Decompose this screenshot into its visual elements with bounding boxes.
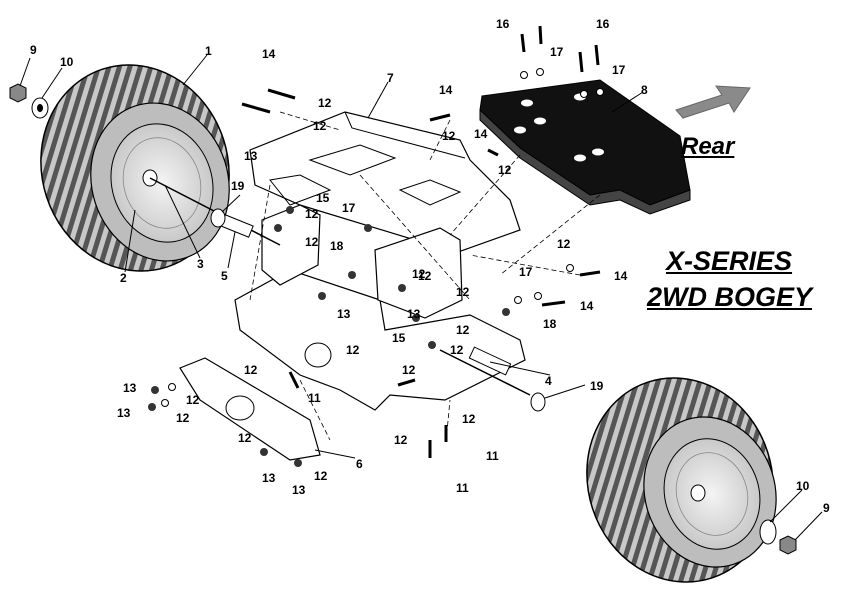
callout-14-a: 14	[262, 47, 276, 61]
callout-14-d: 14	[614, 269, 628, 283]
callout-13-f: 13	[262, 471, 276, 485]
callout-12-n: 12	[238, 431, 252, 445]
hardware-nuts	[148, 68, 604, 467]
callout-12-e: 12	[305, 235, 319, 249]
callout-12-g: 12	[418, 269, 432, 283]
callout-leaders	[19, 54, 823, 541]
callout-12-f: 12	[557, 237, 571, 251]
callout-9-left: 9	[30, 43, 37, 57]
callout-12-s: 12	[412, 267, 426, 281]
diagram-title-line-1: X-SERIES	[666, 246, 793, 276]
callout-10-left: 10	[60, 55, 74, 69]
callout-16-b: 16	[596, 17, 610, 31]
callout-12-r: 12	[313, 119, 327, 133]
callout-13-g: 13	[292, 483, 306, 497]
callout-2: 2	[120, 271, 127, 285]
callout-3: 3	[197, 257, 204, 271]
rear-direction-arrow	[675, 85, 751, 119]
callout-12-i: 12	[456, 323, 470, 337]
callout-9-right: 9	[823, 501, 830, 515]
callout-1: 1	[205, 44, 212, 58]
callout-12-b: 12	[442, 129, 456, 143]
callout-12-q: 12	[394, 433, 408, 447]
callout-6: 6	[356, 457, 363, 471]
callout-19-b: 19	[590, 379, 604, 393]
callout-19-a: 19	[231, 179, 245, 193]
callout-12-u: 12	[402, 363, 416, 377]
callout-18-b: 18	[543, 317, 557, 331]
callout-16-a: 16	[496, 17, 510, 31]
lower-frame	[179, 269, 526, 461]
hardware-washers	[9, 83, 797, 555]
left-rim	[110, 123, 214, 243]
callout-12-j: 12	[346, 343, 360, 357]
callout-12-k: 12	[244, 363, 258, 377]
diagram-title-line-2: 2WD BOGEY	[647, 282, 813, 312]
callout-labels: 1 2 3 4 5 6 7 8 9 9 10 10 11 11 11 12 12…	[30, 17, 830, 515]
rear-weight	[479, 79, 691, 215]
callout-11-a: 11	[308, 391, 321, 405]
assembly-guide-lines	[249, 111, 601, 443]
callout-12-h: 12	[456, 285, 470, 299]
callout-12-c: 12	[498, 163, 512, 177]
callout-12-p: 12	[462, 412, 476, 426]
callout-13-d: 13	[123, 381, 137, 395]
hardware-bolts	[241, 25, 601, 458]
callout-17-d: 17	[519, 265, 533, 279]
callout-8: 8	[641, 83, 648, 97]
callout-15-a: 15	[316, 191, 330, 205]
callout-14-b: 14	[439, 83, 453, 97]
callout-12-d: 12	[305, 207, 319, 221]
callout-14-e: 14	[580, 299, 594, 313]
callout-13-a: 13	[244, 149, 258, 163]
callout-17-a: 17	[550, 45, 564, 59]
callout-17-b: 17	[612, 63, 626, 77]
right-rim	[663, 438, 761, 550]
callout-12-o: 12	[314, 469, 328, 483]
callout-12-m: 12	[176, 411, 190, 425]
callout-10-right: 10	[796, 479, 810, 493]
callout-12-t: 12	[450, 343, 464, 357]
callout-14-c: 14	[474, 127, 488, 141]
callout-13-c: 13	[407, 307, 421, 321]
callout-11-c: 11	[456, 481, 469, 495]
callout-15-b: 15	[392, 331, 406, 345]
callout-12-a: 12	[318, 96, 332, 110]
rear-direction-label: Rear	[681, 133, 735, 160]
callout-18-a: 18	[330, 239, 344, 253]
callout-12-l: 12	[186, 393, 200, 407]
callout-17-c: 17	[342, 201, 356, 215]
callout-13-e: 13	[117, 406, 131, 420]
callout-7: 7	[387, 71, 394, 85]
callout-13-b: 13	[337, 307, 351, 321]
callout-5: 5	[221, 269, 228, 283]
callout-11-b: 11	[486, 449, 499, 463]
callout-4: 4	[545, 374, 552, 388]
